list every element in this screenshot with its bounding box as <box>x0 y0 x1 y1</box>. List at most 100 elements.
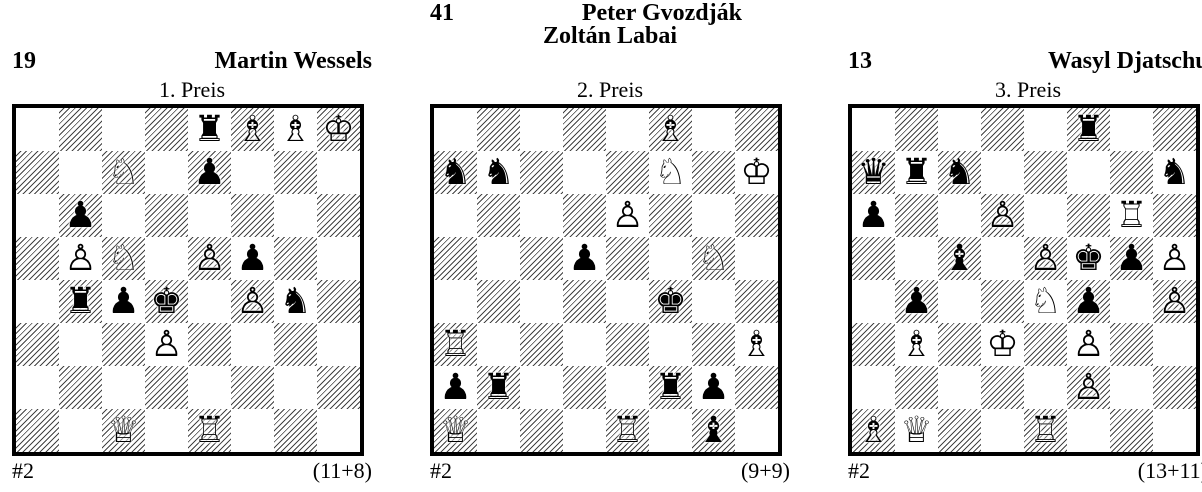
light-square <box>895 237 938 280</box>
black-bishop-icon: ♝ <box>938 237 981 280</box>
dark-square <box>692 151 735 194</box>
light-square <box>317 409 360 452</box>
white-bishop-icon: ♗ <box>649 108 692 151</box>
light-square <box>145 237 188 280</box>
problem-3: 13 Wasyl Djatschuk 3. Preis ♜♛♜♞♞♟♙♖♝♙♚♟… <box>848 0 1202 492</box>
problem-number: 19 <box>12 48 36 74</box>
light-square <box>563 151 606 194</box>
light-square <box>1153 409 1196 452</box>
light-square <box>1024 194 1067 237</box>
light-square <box>563 323 606 366</box>
dark-square <box>231 366 274 409</box>
chess-board: ♜♗♗♔♘♟♟♙♘♙♟♜♟♚♙♞♙♕♖ <box>12 104 364 456</box>
light-square <box>231 151 274 194</box>
light-square <box>981 237 1024 280</box>
light-square <box>188 194 231 237</box>
light-square <box>274 194 317 237</box>
light-square <box>434 280 477 323</box>
author-name: Zoltán Labai <box>430 24 790 48</box>
black-knight-icon: ♞ <box>938 151 981 194</box>
black-pawn-icon: ♟ <box>231 237 274 280</box>
dark-square <box>145 194 188 237</box>
light-square <box>231 323 274 366</box>
light-square <box>520 280 563 323</box>
dark-square <box>477 280 520 323</box>
dark-square <box>1153 366 1196 409</box>
light-square <box>477 409 520 452</box>
light-square <box>606 108 649 151</box>
light-square <box>102 108 145 151</box>
author-name: Martin Wessels <box>214 48 372 74</box>
dark-square <box>274 151 317 194</box>
light-square <box>938 366 981 409</box>
dark-square <box>735 108 778 151</box>
dark-square <box>1153 108 1196 151</box>
light-square <box>1067 409 1110 452</box>
dark-square <box>606 323 649 366</box>
black-pawn-icon: ♟ <box>434 366 477 409</box>
light-square <box>188 366 231 409</box>
dark-square <box>895 108 938 151</box>
white-knight-icon: ♘ <box>102 237 145 280</box>
light-square <box>606 280 649 323</box>
chess-board: ♗♞♞♘♔♙♟♘♚♖♗♟♜♜♟♕♖♝ <box>430 104 782 456</box>
dark-square <box>895 194 938 237</box>
black-knight-icon: ♞ <box>477 151 520 194</box>
black-king-icon: ♚ <box>1067 237 1110 280</box>
light-square <box>59 323 102 366</box>
white-pawn-icon: ♙ <box>188 237 231 280</box>
light-square <box>59 409 102 452</box>
light-square <box>938 194 981 237</box>
white-king-icon: ♔ <box>317 108 360 151</box>
light-square <box>692 194 735 237</box>
dark-square <box>59 366 102 409</box>
black-knight-icon: ♞ <box>274 280 317 323</box>
dark-square <box>1024 151 1067 194</box>
dark-square <box>1110 323 1153 366</box>
white-pawn-icon: ♙ <box>1067 323 1110 366</box>
dark-square <box>606 151 649 194</box>
dark-square <box>1110 151 1153 194</box>
piece-count: (9+9) <box>741 458 790 484</box>
white-bishop-icon: ♗ <box>231 108 274 151</box>
dark-square <box>1067 194 1110 237</box>
dark-square <box>274 237 317 280</box>
dark-square <box>563 280 606 323</box>
black-rook-icon: ♜ <box>1067 108 1110 151</box>
dark-square <box>938 323 981 366</box>
light-square <box>317 323 360 366</box>
award-label: 1. Preis <box>12 78 372 102</box>
white-pawn-icon: ♙ <box>1024 237 1067 280</box>
black-rook-icon: ♜ <box>477 366 520 409</box>
dark-square <box>188 323 231 366</box>
dark-square <box>981 280 1024 323</box>
dark-square <box>231 194 274 237</box>
light-square <box>317 151 360 194</box>
white-bishop-icon: ♗ <box>274 108 317 151</box>
white-rook-icon: ♖ <box>1024 409 1067 452</box>
black-rook-icon: ♜ <box>59 280 102 323</box>
black-king-icon: ♚ <box>649 280 692 323</box>
black-pawn-icon: ♟ <box>188 151 231 194</box>
stipulation: #2 <box>430 458 452 484</box>
stipulation: #2 <box>12 458 34 484</box>
light-square <box>274 366 317 409</box>
dark-square <box>317 280 360 323</box>
white-rook-icon: ♖ <box>1110 194 1153 237</box>
white-king-icon: ♔ <box>735 151 778 194</box>
white-pawn-icon: ♙ <box>145 323 188 366</box>
white-rook-icon: ♖ <box>188 409 231 452</box>
dark-square <box>981 366 1024 409</box>
white-pawn-icon: ♙ <box>981 194 1024 237</box>
dark-square <box>317 194 360 237</box>
white-knight-icon: ♘ <box>692 237 735 280</box>
light-square <box>852 280 895 323</box>
dark-square <box>102 323 145 366</box>
dark-square <box>895 366 938 409</box>
dark-square <box>317 366 360 409</box>
light-square <box>145 409 188 452</box>
light-square <box>563 409 606 452</box>
white-rook-icon: ♖ <box>434 323 477 366</box>
piece-count: (13+11) <box>1138 458 1202 484</box>
white-pawn-icon: ♙ <box>231 280 274 323</box>
